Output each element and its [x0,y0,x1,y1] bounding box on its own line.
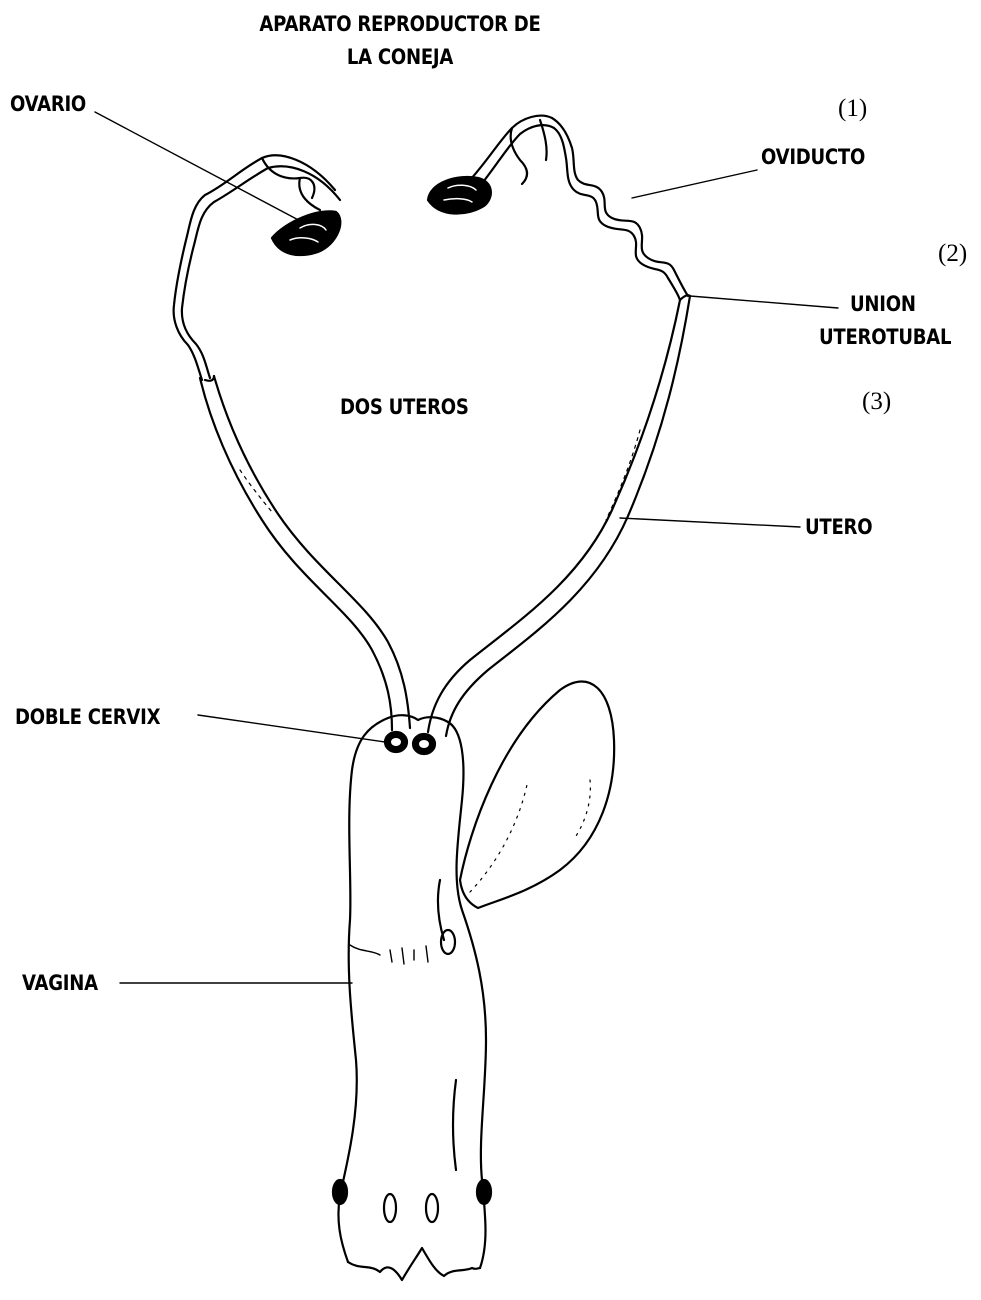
label-union: UNION [850,292,916,316]
label-dos-uteros: DOS UTEROS [340,395,469,419]
ovario-leader [95,112,306,224]
marker-1: (1) [838,95,867,123]
label-oviducto: OVIDUCTO [761,145,865,169]
oviducto-leader [632,170,757,198]
double-cervix [385,732,435,754]
label-doble-cervix: DOBLE CERVIX [15,705,160,729]
union-leader [690,296,838,308]
marker-2: (2) [938,240,967,268]
left-ovary [272,211,340,255]
right-oviduct [470,116,688,300]
cervix-leader [198,715,385,742]
label-utero: UTERO [805,515,872,539]
label-uterotubal: UTEROTUBAL [819,325,951,349]
marker-3: (3) [862,388,891,416]
bladder-sac [460,681,614,908]
diagram-title-line1: APARATO REPRODUCTOR DE [245,12,555,36]
utero-leader [620,518,800,527]
left-oviduct [174,155,340,380]
right-uterine-horn [428,295,690,736]
diagram-title-line2: LA CONEJA [245,45,555,69]
label-vagina: VAGINA [22,971,98,995]
vagina-body [338,715,486,1280]
label-ovario: OVARIO [10,92,86,116]
left-uterine-horn [200,376,410,730]
